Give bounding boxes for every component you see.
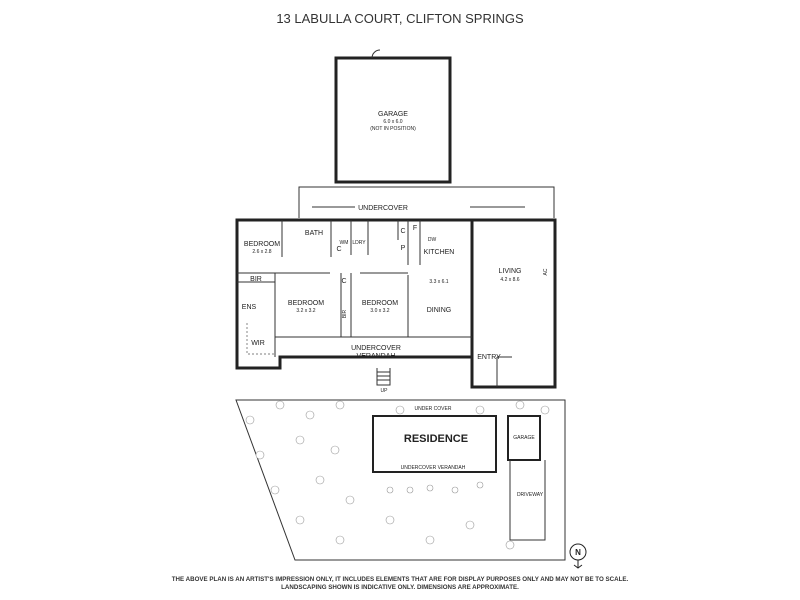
bir-label: BIR — [250, 276, 262, 283]
north-arrow-icon: N — [569, 543, 587, 569]
living-size: 4.2 x 8.6 — [500, 277, 519, 283]
ldry-label: LDRY — [352, 240, 366, 246]
bedroom2-label: BEDROOM — [288, 300, 324, 307]
verandah-label-1: UNDERCOVER — [351, 345, 401, 352]
site-verandah-label: UNDERCOVER VERANDAH — [401, 465, 466, 471]
garage-label: GARAGE — [378, 111, 408, 118]
garage-note: (NOT IN POSITION) — [370, 126, 416, 132]
rear-undercover: UNDERCOVER — [298, 186, 555, 218]
kitchen-label: KITCHEN — [424, 249, 455, 256]
house-walls — [235, 218, 557, 389]
dishwasher-label: DW — [428, 237, 437, 243]
driveway-label: DRIVEWAY — [517, 492, 544, 498]
dining-label: DINING — [427, 307, 452, 314]
pantry-label: P — [401, 245, 406, 252]
bedroom3-label: BEDROOM — [362, 300, 398, 307]
disclaimer-line2: LANDSCAPING SHOWN IS INDICATIVE ONLY. DI… — [281, 584, 519, 591]
residence-label: RESIDENCE — [404, 433, 468, 445]
cupboard-label: C — [336, 246, 341, 253]
fridge-label: F — [413, 225, 417, 232]
ensuite-label: ENS — [242, 304, 257, 311]
north-label: N — [575, 548, 581, 557]
disclaimer-line1: THE ABOVE PLAN IS AN ARTIST'S IMPRESSION… — [172, 576, 629, 583]
garage: GARAGE 6.0 x 6.0 (NOT IN POSITION) — [334, 49, 452, 184]
wm-label: WM — [340, 240, 349, 246]
room-labels: BEDROOM 2.6 x 2.8 BATH WM LDRY C C P F D… — [242, 225, 549, 394]
bedroom2-size: 3.2 x 3.2 — [296, 308, 315, 314]
steps-up-label: UP — [381, 388, 389, 394]
site-plan: UNDER COVER RESIDENCE UNDERCOVER VERANDA… — [235, 399, 566, 561]
living-label: LIVING — [499, 268, 522, 275]
cupboard-label-2: C — [400, 228, 405, 235]
kitchen-size: 3.3 x 6.1 — [429, 279, 448, 285]
undercover-label: UNDERCOVER — [358, 205, 408, 212]
verandah-label-2: VERANDAH — [357, 353, 396, 360]
bath-label: BATH — [305, 230, 323, 237]
site-garage-label: GARAGE — [513, 435, 535, 441]
plan-title: 13 LABULLA COURT, CLIFTON SPRINGS — [276, 11, 524, 26]
bir-label-2: BIR — [342, 309, 348, 318]
garage-size: 6.0 x 6.0 — [383, 119, 402, 125]
site-undercover-label: UNDER COVER — [415, 406, 452, 412]
bedroom1-label: BEDROOM — [244, 241, 280, 248]
entry-label: ENTRY — [477, 354, 501, 361]
cupboard-label-3: C — [341, 278, 346, 285]
wir-label: WIR — [251, 340, 265, 347]
ac-label: AC — [543, 268, 549, 275]
steps — [376, 368, 391, 386]
bedroom3-size: 3.0 x 3.2 — [370, 308, 389, 314]
bedroom1-size: 2.6 x 2.8 — [252, 249, 271, 255]
